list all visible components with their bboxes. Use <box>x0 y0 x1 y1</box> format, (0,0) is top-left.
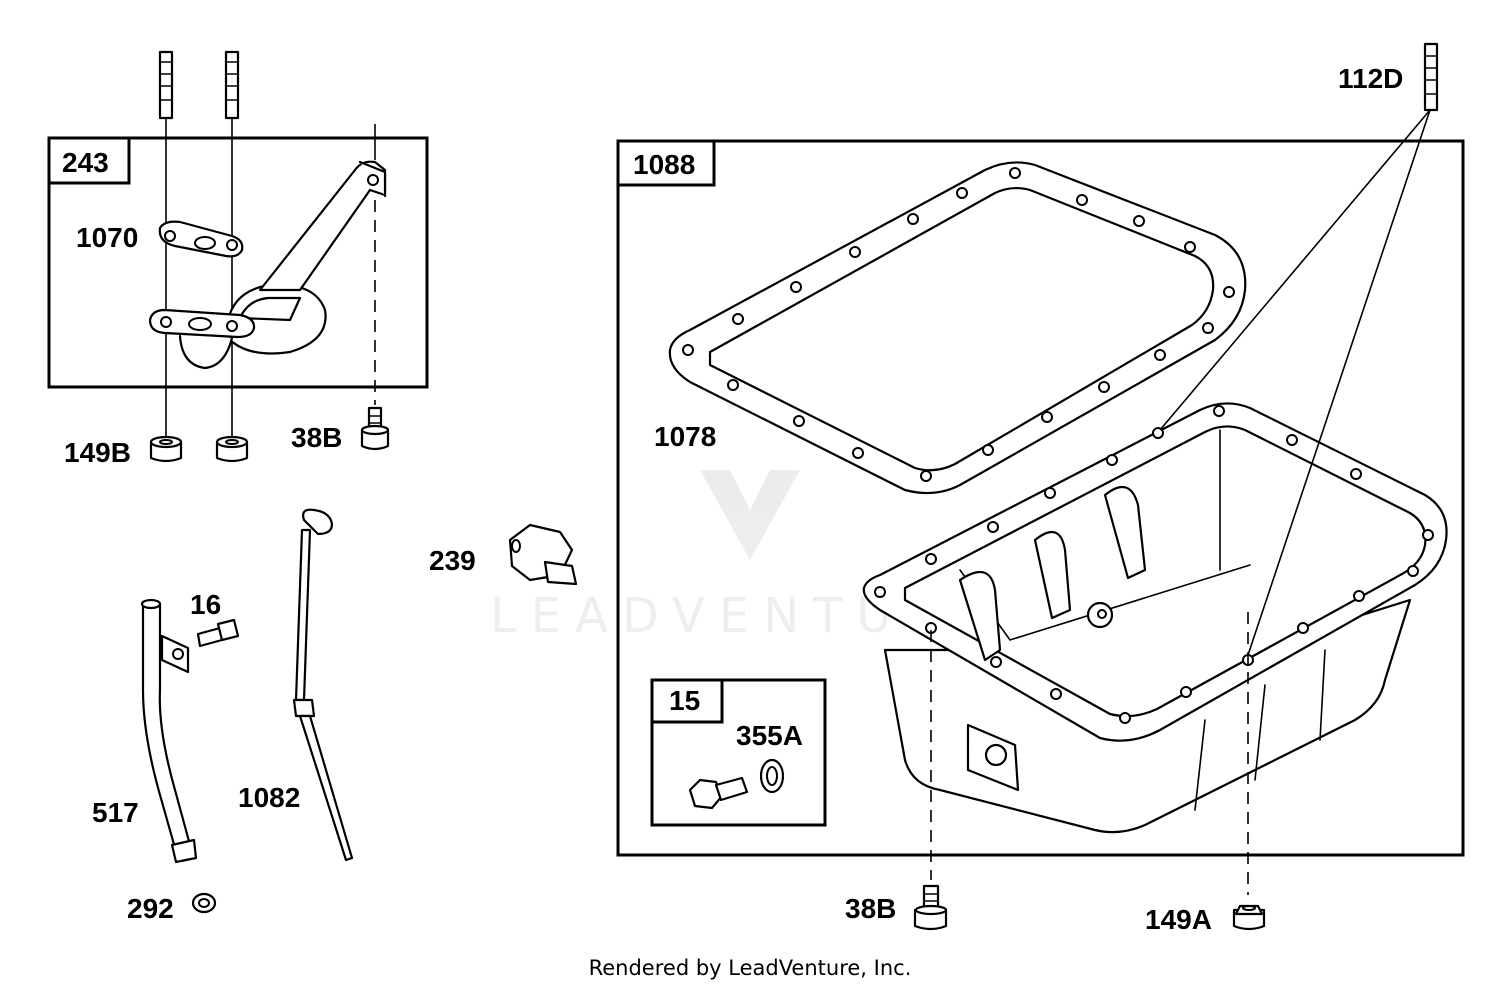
box-243-label: 243 <box>62 147 109 178</box>
drain-plug-15 <box>688 776 749 810</box>
nut-149a <box>1232 904 1266 931</box>
nut-149b-right <box>215 435 249 463</box>
dipstick-tube <box>140 598 198 864</box>
callout-149b: 149B <box>64 437 131 468</box>
box-15-frame <box>650 678 827 827</box>
box-1088-frame <box>616 139 1465 857</box>
callout-1070: 1070 <box>76 222 138 253</box>
gasket-1078 <box>668 161 1247 495</box>
footer-credit: Rendered by LeadVenture, Inc. <box>589 956 912 980</box>
callout-517: 517 <box>92 797 139 828</box>
callout-239: 239 <box>429 545 476 576</box>
callout-16: 16 <box>190 589 221 620</box>
callout-38b-left: 38B <box>291 422 342 453</box>
oil-sensor-239 <box>508 523 578 586</box>
callout-1078: 1078 <box>654 421 716 452</box>
o-ring-292 <box>191 892 217 914</box>
bolt-38b-left <box>360 406 390 451</box>
bolt-16 <box>196 618 240 648</box>
box-243-frame <box>47 136 429 389</box>
oil-pickup-assembly <box>148 160 387 370</box>
stud-112d <box>1423 42 1439 112</box>
washer-355a <box>759 758 785 794</box>
box-1088-tag <box>616 139 716 187</box>
box-15-tag <box>650 678 724 724</box>
box-1088-label: 1088 <box>633 149 695 180</box>
bolt-38b-right <box>913 884 948 931</box>
stud-left <box>158 50 174 120</box>
callout-149a: 149A <box>1145 904 1212 935</box>
callout-1082: 1082 <box>238 782 300 813</box>
callout-292: 292 <box>127 893 174 924</box>
callout-112d: 112D <box>1338 63 1403 94</box>
stud-right <box>224 50 240 120</box>
oil-pan <box>862 402 1448 834</box>
nut-149b-left <box>149 435 183 463</box>
callout-38b-right: 38B <box>845 893 896 924</box>
dipstick <box>292 508 354 862</box>
callout-355a: 355A <box>736 720 803 751</box>
box-243-tag <box>47 136 131 185</box>
box-15-label: 15 <box>669 685 700 716</box>
